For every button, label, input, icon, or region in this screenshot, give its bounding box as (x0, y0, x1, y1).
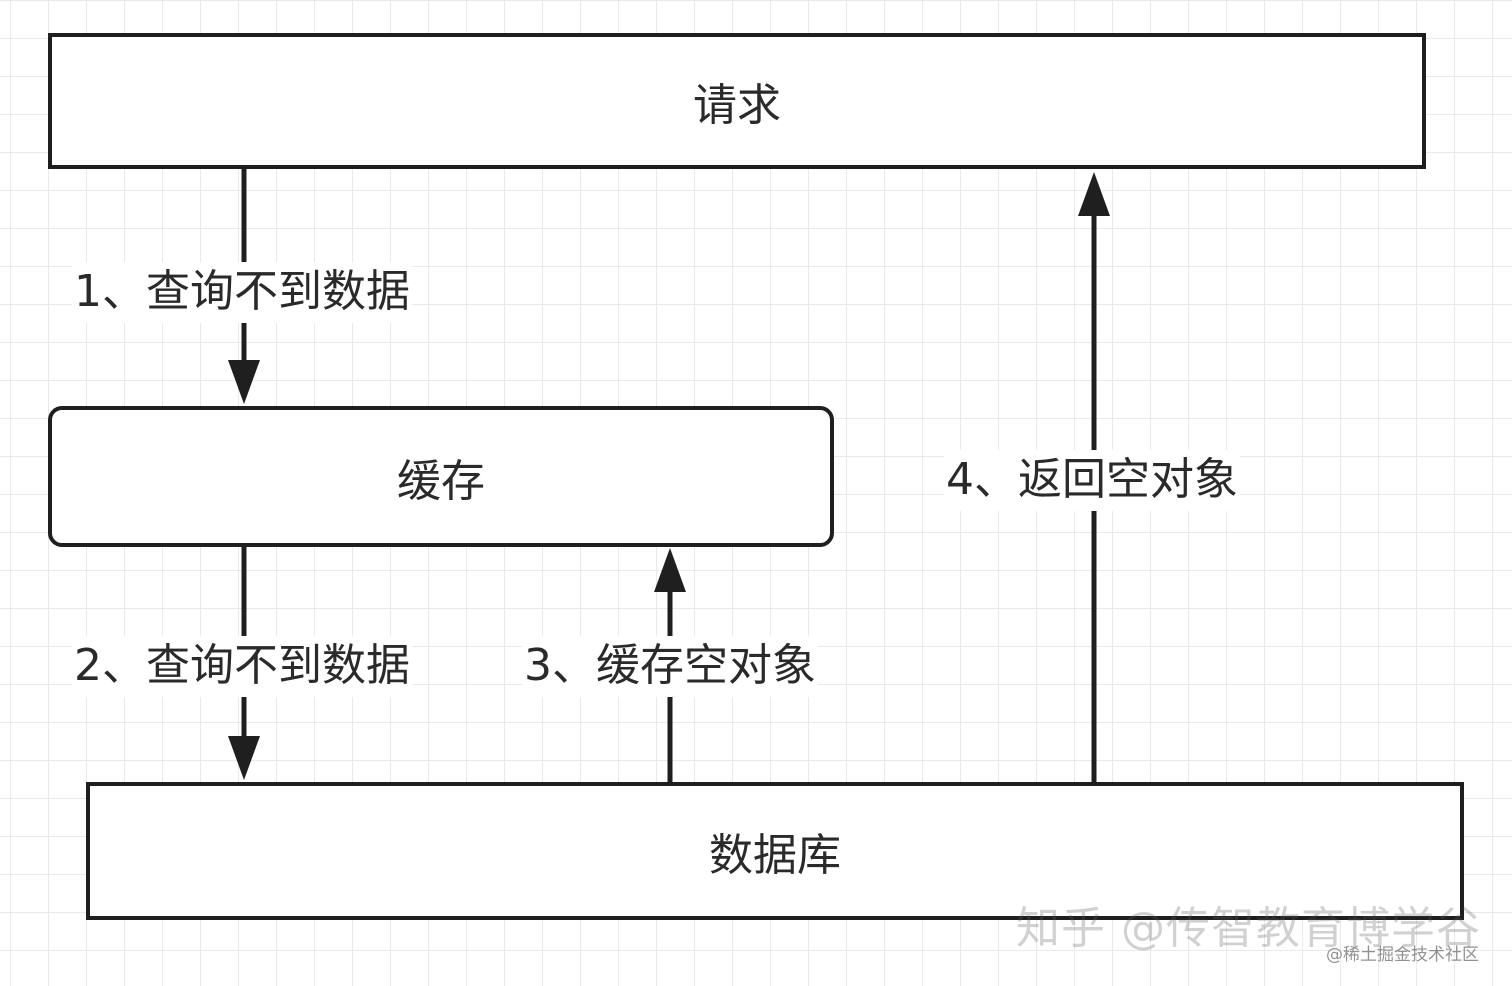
arrowhead-request-to-cache (228, 360, 260, 404)
node-cache: 缓存 (48, 406, 834, 547)
watermark-sub: @稀土掘金技术社区 (1326, 945, 1479, 965)
edge-label-step4: 4、返回空对象 (944, 450, 1240, 511)
node-request: 请求 (48, 33, 1426, 169)
arrowhead-database-to-request (1078, 172, 1110, 216)
edge-label-step2: 2、查询不到数据 (72, 636, 412, 697)
node-cache-label: 缓存 (397, 455, 485, 507)
node-database: 数据库 (86, 782, 1464, 920)
node-database-label: 数据库 (709, 830, 841, 881)
edge-label-step3: 3、缓存空对象 (522, 636, 818, 697)
watermark-main: 知乎 @传智教育博学谷 (1016, 903, 1481, 954)
edge-label-step1: 1、查询不到数据 (72, 262, 412, 323)
node-request-label: 请求 (693, 80, 781, 131)
arrowhead-cache-to-database (228, 736, 260, 780)
arrowhead-database-to-cache (654, 548, 686, 592)
